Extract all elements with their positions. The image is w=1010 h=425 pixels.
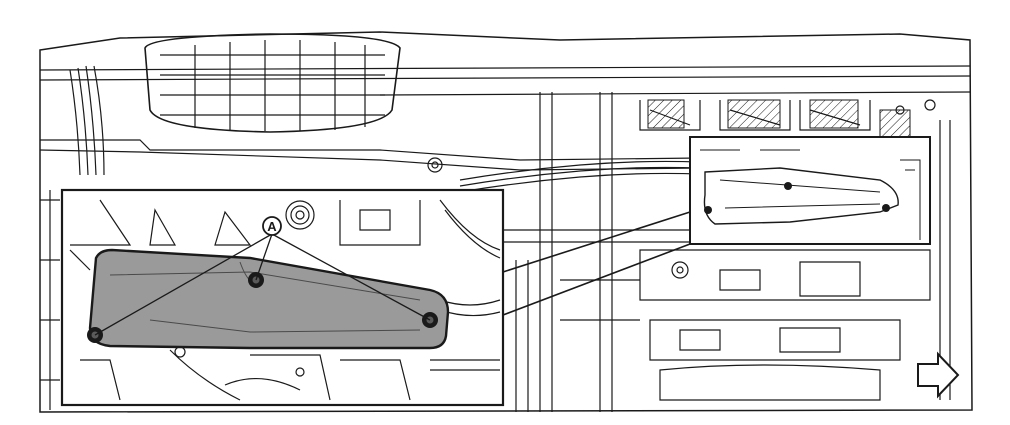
zoom-connector-lines: [502, 211, 691, 316]
callout-label: A: [267, 219, 277, 234]
reference-box: [689, 136, 931, 245]
callout-leader-lines: [94, 233, 431, 336]
detail-inset: A: [60, 188, 505, 407]
hatched-panels: [647, 99, 911, 151]
direction-arrow-icon: [917, 351, 960, 399]
underbody-structure: [39, 31, 973, 413]
callout-circle-icon: A: [262, 216, 282, 236]
